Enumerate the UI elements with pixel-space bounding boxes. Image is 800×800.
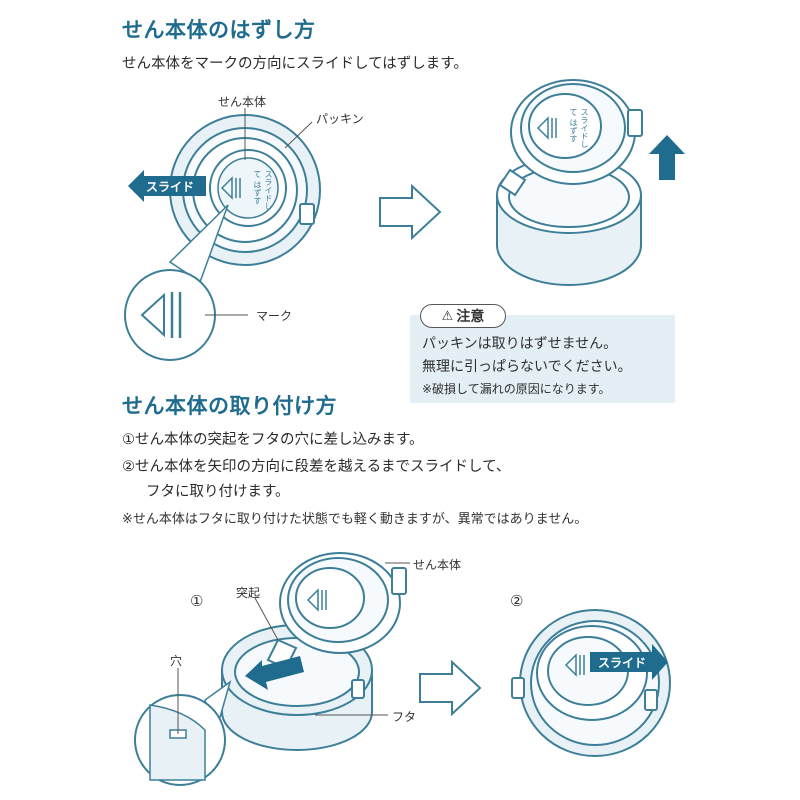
lid-step2-view <box>511 609 671 757</box>
section2-note: ※せん本体はフタに取り付けた状態でも軽く動きますが、異常ではありません。 <box>122 512 588 527</box>
caution-tag-label: 注意 <box>456 309 485 325</box>
step-arrow-right-2 <box>419 659 482 717</box>
label-hole: 穴 <box>170 654 183 668</box>
lid-step1-view <box>221 552 407 751</box>
section2-step2a: ②せん本体を矢印の方向に段差を越えるまでスライドして、 <box>122 459 511 475</box>
mark-zoom-circle <box>124 269 216 361</box>
lift-arrow-up <box>649 135 685 180</box>
leader-protrusion <box>254 597 279 641</box>
step1-number: ① <box>190 592 204 610</box>
label-slide-2: スライド <box>598 656 647 670</box>
insert-arrow <box>245 656 304 690</box>
label-lid: フタ <box>392 710 417 724</box>
caution-note: ※破損して漏れの原因になります。 <box>422 382 611 396</box>
caution-line1: パッキンは取りはずせません。 <box>422 336 618 352</box>
leader-gasket <box>284 121 313 149</box>
caution-box <box>410 315 675 403</box>
caution-line2: 無理に引っぱらないでください。 <box>422 359 632 375</box>
plug-print-1: スライドして はずす <box>253 170 273 210</box>
label-gasket: パッキン <box>316 112 364 126</box>
label-mark: マーク <box>256 309 293 323</box>
section2-title: せん本体の取り付け方 <box>122 394 337 418</box>
section2-step1: ①せん本体の突起をフタの穴に差し込みます。 <box>122 432 424 448</box>
label-plug-body-2: せん本体 <box>413 558 462 572</box>
step2-number: ② <box>510 592 524 610</box>
slide-arrow-left <box>128 170 206 202</box>
plug-mark-small <box>220 176 241 200</box>
caution-tag: ⚠ 注意 <box>420 304 506 328</box>
label-plug-body: せん本体 <box>218 95 267 109</box>
section2-step2b: フタに取り付けます。 <box>146 484 290 500</box>
label-slide-1: スライド <box>146 180 195 194</box>
slide-arrow-right <box>590 644 668 680</box>
warning-icon: ⚠ <box>441 308 454 324</box>
section1-description: せん本体をマークの方向にスライドしてはずします。 <box>122 56 468 72</box>
lid-lifted-view <box>496 79 643 286</box>
section1-title: せん本体のはずし方 <box>122 18 316 42</box>
plug-print-2: スライドして はずす <box>569 108 589 148</box>
label-protrusion: 突起 <box>236 586 261 600</box>
hole-zoom-circle <box>134 694 226 786</box>
step-arrow-right-1 <box>379 183 442 241</box>
